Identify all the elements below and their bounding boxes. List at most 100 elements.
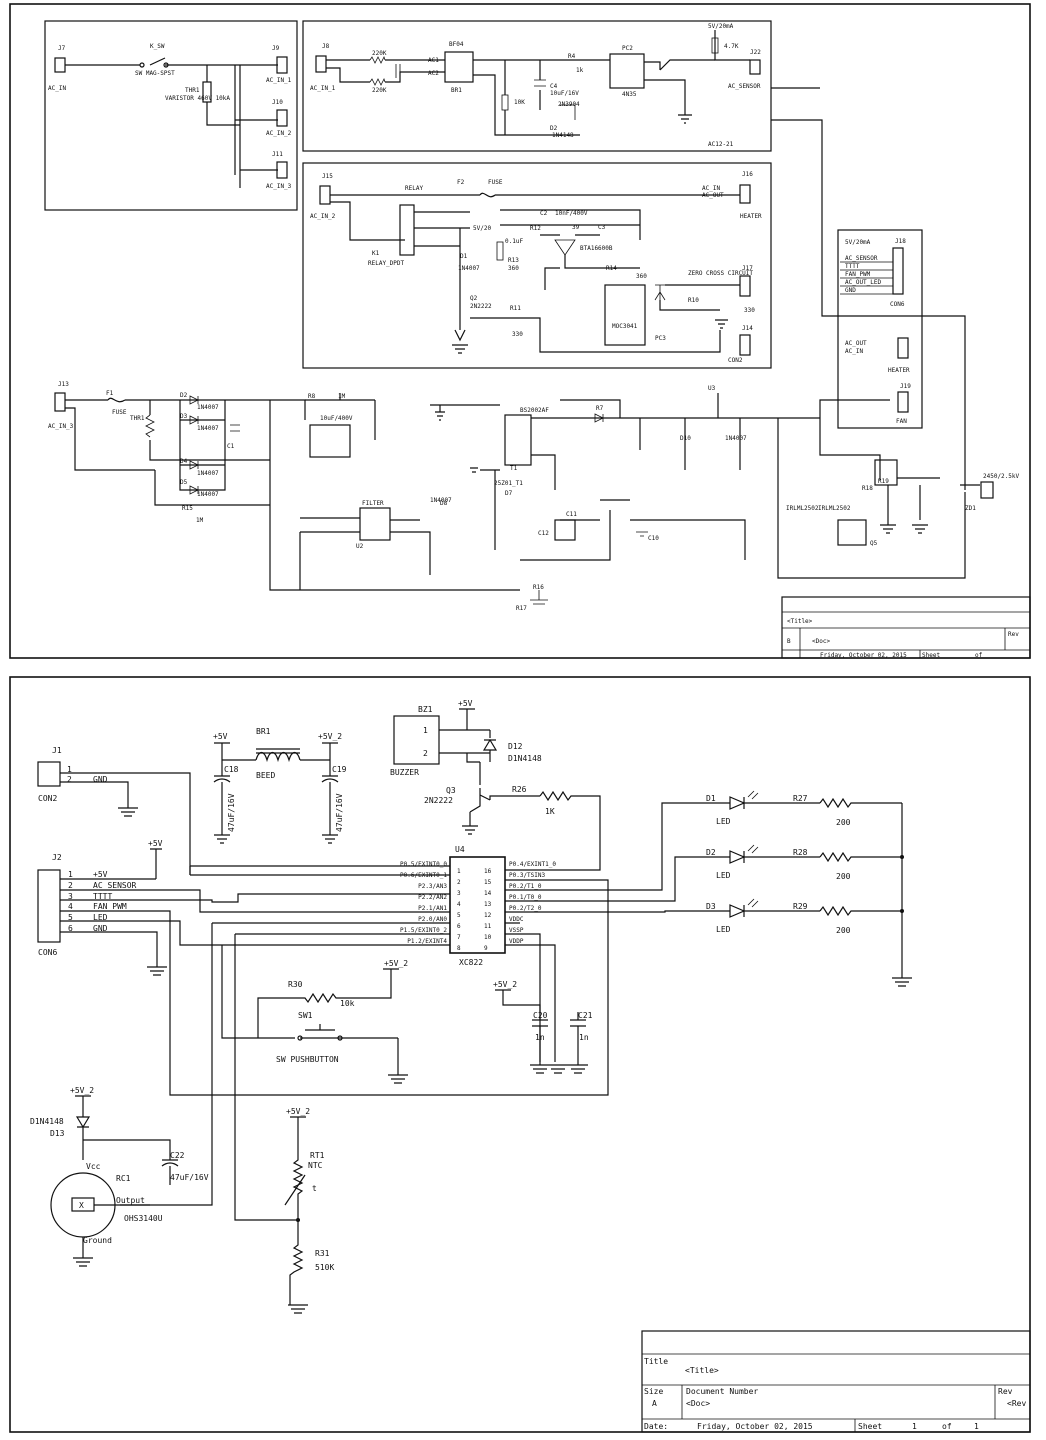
c4-ref: C4 bbox=[550, 83, 558, 90]
switch-block-frame bbox=[44, 20, 298, 211]
buzzer-group: BZ1 1 2 BUZZER +5V D12 D1N4148 Q3 2N2222… bbox=[390, 699, 601, 871]
fan-supply-wires bbox=[805, 399, 890, 480]
heater-title: HEATER bbox=[740, 213, 762, 220]
switch-block: J7 AC_IN K_SW SW MAG-SPST THR1 VARISTOR … bbox=[44, 20, 298, 211]
mcu-right-pin-11: VDDC bbox=[509, 916, 524, 923]
mosfet-q5 bbox=[874, 459, 898, 486]
wire-fan-pwm bbox=[60, 879, 609, 1096]
title-block-2-date-label: Date: bbox=[644, 1422, 668, 1431]
d2-part: 1N4148 bbox=[552, 132, 574, 139]
ac-sensor-block-frame bbox=[302, 20, 772, 152]
j2-signal-1: +5V bbox=[93, 870, 108, 879]
zero-cross-wires bbox=[659, 284, 740, 311]
mcu-right-pin-10: VSSP bbox=[509, 927, 524, 934]
relay-wires bbox=[414, 211, 470, 300]
connector-j17 bbox=[739, 275, 751, 297]
title-block-2-sheet-label: Sheet bbox=[858, 1422, 882, 1431]
d1-ref: D1 bbox=[706, 794, 716, 803]
mcu-right-num-15: 15 bbox=[484, 879, 492, 886]
r6-value: 4.7K bbox=[724, 43, 739, 50]
c3-value: C3 bbox=[598, 224, 606, 231]
pushbutton-sw1 bbox=[300, 1024, 340, 1039]
triac-part: 0.1uF bbox=[505, 238, 523, 245]
reset-group: +5V_2 R30 10k SW1 SW PUSHBUTTON bbox=[257, 959, 408, 1084]
bead-rails bbox=[214, 742, 338, 761]
filter-wires bbox=[305, 393, 376, 440]
bead-label: BEED bbox=[256, 771, 275, 780]
hall-ref: RC1 bbox=[116, 1174, 131, 1183]
d4-power-part: 1N4007 bbox=[197, 470, 219, 477]
mcu-left-pin-3: P2.3/AN3 bbox=[418, 883, 447, 890]
d12-part: D1N4148 bbox=[508, 754, 542, 763]
resistor-r1 bbox=[369, 55, 386, 64]
j2-pin-1: 1 bbox=[68, 870, 73, 879]
title-block-2-size: A bbox=[652, 1399, 657, 1408]
j15-label: AC_IN_2 bbox=[310, 213, 336, 220]
ntc-vcc: +5V_2 bbox=[286, 1107, 310, 1116]
connector-j16 bbox=[739, 184, 751, 204]
r10-ref: ZERO CROSS CIRCUIT bbox=[688, 270, 753, 277]
title-block-1-frame bbox=[781, 596, 1031, 659]
mcu-left-pin-1: P0.5/EXINT0_0 bbox=[400, 861, 447, 868]
wire-tttt bbox=[60, 893, 450, 903]
mcu-right-pin-13: P0.1/T0_0 bbox=[509, 894, 542, 901]
ntc-junction bbox=[296, 1218, 300, 1222]
bead-ref: BR1 bbox=[256, 727, 271, 736]
r28-value: 200 bbox=[836, 872, 851, 881]
pc3-part: PC3 bbox=[655, 335, 666, 342]
r31-value: 510K bbox=[315, 1263, 334, 1272]
j1-wires bbox=[60, 772, 191, 875]
mcu-right-num-14: 14 bbox=[484, 890, 492, 897]
ic-u2 bbox=[359, 507, 391, 541]
triac-snubber-wires bbox=[500, 209, 641, 240]
mcu-left-num-1: 1 bbox=[457, 868, 461, 875]
diode-d2 bbox=[189, 395, 199, 405]
heater-block-frame bbox=[302, 162, 772, 369]
r1-value: 220K bbox=[372, 50, 387, 57]
c4-value: 10uF/16V bbox=[550, 90, 579, 97]
c18-value: 47uF/16V bbox=[227, 793, 236, 832]
r11-ref: R11 bbox=[510, 305, 521, 312]
reset-wires bbox=[221, 945, 398, 1039]
j18-pin-3: FAN_PWM bbox=[845, 271, 871, 278]
q5-ref: R19 bbox=[878, 478, 889, 485]
j18-ref: J18 bbox=[895, 238, 906, 245]
mcu-right-num-12: 12 bbox=[484, 912, 492, 919]
j19-ref: J19 bbox=[900, 383, 911, 390]
j1-footer: CON2 bbox=[38, 794, 57, 803]
optocoupler-pc1a bbox=[554, 519, 576, 541]
capacitor-input bbox=[395, 64, 401, 78]
d3-power-part: 1N4007 bbox=[197, 425, 219, 432]
j12-ref: 2450/2.5kV bbox=[983, 473, 1020, 480]
resistor-r26 bbox=[505, 790, 601, 871]
resistor-r29 bbox=[819, 905, 902, 917]
d2-power-part: 1N4007 bbox=[197, 404, 219, 411]
relay-part: RELAY_DPDT bbox=[368, 260, 405, 267]
sensor-pullup bbox=[714, 30, 750, 61]
c20-ref: C20 bbox=[533, 1011, 548, 1020]
title-block-2-sheet-total: 1 bbox=[974, 1422, 979, 1431]
mcu-right-pin-15: P0.3/TSIN3 bbox=[509, 872, 546, 879]
d7-ref: 25Z01_T1 bbox=[494, 480, 523, 487]
wire-led bbox=[60, 920, 450, 946]
j12-label: ZD1 bbox=[965, 505, 976, 512]
buzzer-wires bbox=[439, 708, 491, 763]
connector-j9-label: AC_IN_1 bbox=[266, 77, 292, 84]
hall-pin-ground: Ground bbox=[83, 1236, 112, 1245]
right-heater-ac-out: AC_OUT bbox=[845, 340, 867, 347]
connector-j1 bbox=[37, 761, 61, 787]
rt1-ref: RT1 bbox=[310, 1151, 325, 1160]
r29-value: 200 bbox=[836, 926, 851, 935]
u2-wires bbox=[299, 517, 431, 590]
j15-ref: J15 bbox=[322, 173, 333, 180]
right-header-supply: 5V/20mA bbox=[845, 239, 871, 246]
j14-label: CON2 bbox=[728, 357, 743, 364]
heater-connector-right bbox=[897, 337, 909, 359]
bead-core bbox=[256, 748, 300, 754]
fan-pwm-wires bbox=[880, 477, 980, 534]
r30-ref: R30 bbox=[288, 980, 303, 989]
relay-wire-label: RELAY bbox=[405, 185, 423, 192]
r11-value: 330 bbox=[512, 331, 523, 338]
ntc-arrow bbox=[284, 1174, 306, 1206]
